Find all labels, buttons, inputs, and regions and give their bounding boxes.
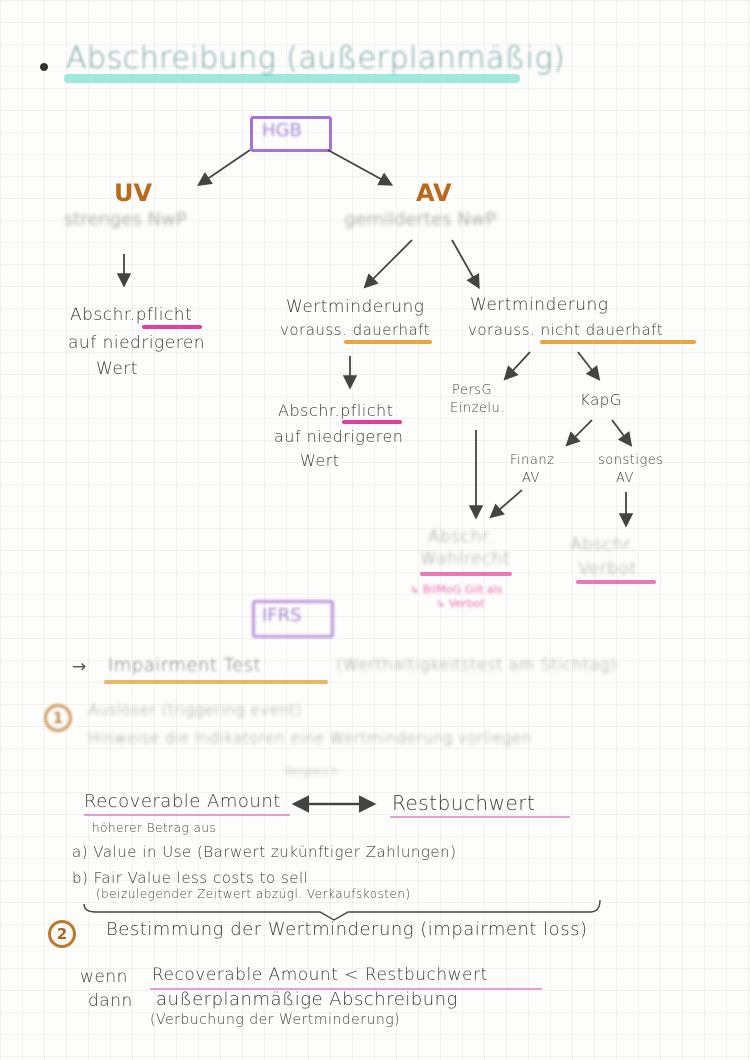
impairment-rest: (Werthaltigkeitstest am Stichtag) [336, 655, 617, 674]
av-left-result-3: Wert [300, 451, 340, 470]
verbot-2: Verbot [578, 559, 637, 579]
ifrs-label: IFRS [262, 605, 302, 626]
av-left-condition-2: vorauss. dauerhaft [280, 321, 431, 339]
av-pflicht-underline [342, 420, 402, 424]
av-right-condition-1: Wertminderung [470, 295, 609, 315]
einzelu-label: Einzelu. [450, 401, 505, 416]
step2-result: außerplanmäßige Abschreibung [156, 989, 458, 1010]
av-left-condition-1: Wertminderung [286, 297, 425, 317]
impairment-label: Impairment Test [108, 655, 262, 676]
arrow-finanz-wahlrecht [489, 489, 523, 519]
verbot-underline [576, 580, 656, 584]
arrow-right-kapg [577, 351, 601, 381]
finanz-av-1: Finanz [510, 453, 555, 468]
step2-result-detail: (Verbuchung der Wertminderung) [150, 1012, 401, 1028]
uv-result-line2: auf niedrigeren [68, 333, 206, 353]
arrow-hgb-av [327, 149, 394, 186]
bullet-point [40, 63, 48, 71]
page-title: Abschreibung (außerplanmäßig) [66, 41, 566, 76]
step2-circle: 2 [48, 920, 76, 948]
step1-circle: 1 [44, 704, 72, 732]
option-b-detail: (beizulegender Zeitwert abzügl. Verkaufs… [96, 887, 411, 901]
ifrs-box [252, 600, 334, 638]
hoeherer-betrag: höherer Betrag aus [92, 821, 217, 835]
dann-label: dann [88, 991, 133, 1011]
condition-underline [150, 988, 542, 990]
uv-rule: strenges NwP [64, 209, 187, 230]
dauerhaft-highlight [344, 340, 432, 344]
impairment-arrow: → [72, 657, 87, 677]
av-left-result-1: Abschr.pflicht [278, 401, 394, 420]
sonstiges-av-1: sonstiges [598, 453, 664, 468]
av-right-condition-2: vorauss. nicht dauerhaft [468, 321, 664, 339]
sonstiges-av-2: AV [616, 471, 634, 486]
wahlrecht-note-1: ↳ BilMoG Gilt als [410, 583, 503, 596]
arrow-hgb-uv [197, 149, 251, 187]
av-left-result-2: auf niedrigeren [274, 427, 404, 446]
step1-line1: Auslöser (triggering event) [88, 701, 302, 719]
vergleich-label: Vergleich [284, 765, 339, 778]
uv-result-line1: Abschr.pflicht [70, 305, 193, 325]
wahlrecht-note-2: ↳ Verbot [436, 597, 485, 610]
uv-pflicht-underline [142, 325, 202, 329]
wahlrecht-underline [420, 572, 512, 576]
arrow-right-persg [503, 351, 531, 381]
hgb-box [250, 116, 332, 152]
wahlrecht-2: Wahlrecht [420, 549, 510, 569]
finanz-av-2: AV [522, 471, 540, 486]
av-rule: gemildertes NwP [344, 209, 497, 230]
uv-heading: UV [114, 179, 153, 207]
step2-condition: Recoverable Amount < Restbuchwert [152, 965, 488, 985]
step1-line2: Hinweise die Indikatoren eine Wertminder… [88, 729, 532, 747]
wenn-label: wenn [80, 967, 128, 987]
title-highlight [64, 74, 520, 83]
kapg-label: KapG [580, 391, 622, 409]
uv-result-line3: Wert [96, 359, 138, 379]
persg-label: PersG [452, 383, 493, 398]
restbuchwert-underline [390, 816, 570, 818]
av-heading: AV [416, 179, 452, 207]
arrow-kapg-finanz [565, 419, 593, 447]
option-a: a) Value in Use (Barwert zukünftiger Zah… [72, 843, 457, 861]
nicht-dauerhaft-highlight [540, 340, 696, 344]
brace [83, 899, 601, 921]
option-b: b) Fair Value less costs to sell [72, 869, 309, 887]
hgb-label: HGB [262, 120, 302, 141]
restbuchwert: Restbuchwert [392, 791, 536, 815]
arrow-av-left [363, 239, 413, 289]
recoverable-amount: Recoverable Amount [84, 791, 281, 812]
verbot-1: Abschr. [570, 535, 636, 555]
arrow-kapg-sonstiges [611, 419, 633, 447]
recoverable-underline [84, 814, 290, 816]
step2-label: Bestimmung der Wertminderung (impairment… [106, 919, 588, 940]
arrow-av-right [451, 239, 480, 290]
impairment-highlight [104, 680, 328, 684]
wahlrecht-1: Abschr. [428, 527, 494, 547]
